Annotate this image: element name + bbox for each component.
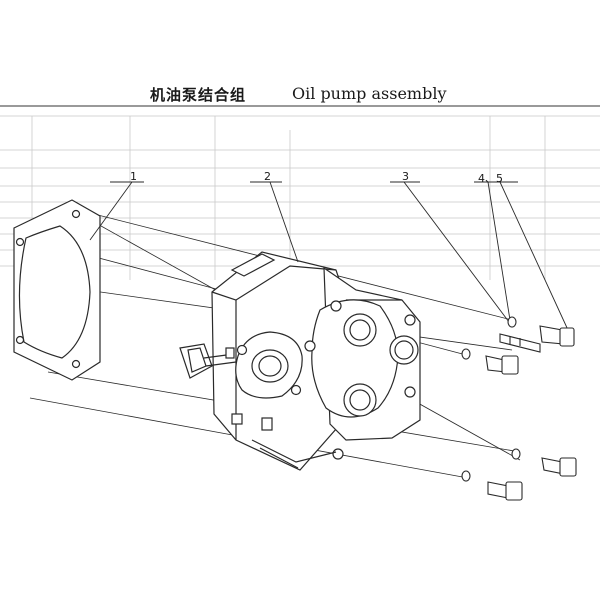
callout-stud: 3: [402, 170, 409, 183]
diagram-title-chinese: 机油泵结合组: [150, 86, 247, 104]
gasket-part: [13, 199, 101, 381]
callout-leaders: [89, 181, 569, 331]
pump-body-part: [179, 251, 421, 471]
bolt-washer-parts: [461, 316, 577, 501]
diagram-title-english: Oil pump assembly: [292, 84, 447, 103]
callout-bolt-washer: 4、5: [478, 172, 503, 185]
callout-pump-body: 2: [264, 170, 271, 183]
callout-gasket: 1: [130, 170, 137, 183]
stud-part: [499, 333, 541, 353]
